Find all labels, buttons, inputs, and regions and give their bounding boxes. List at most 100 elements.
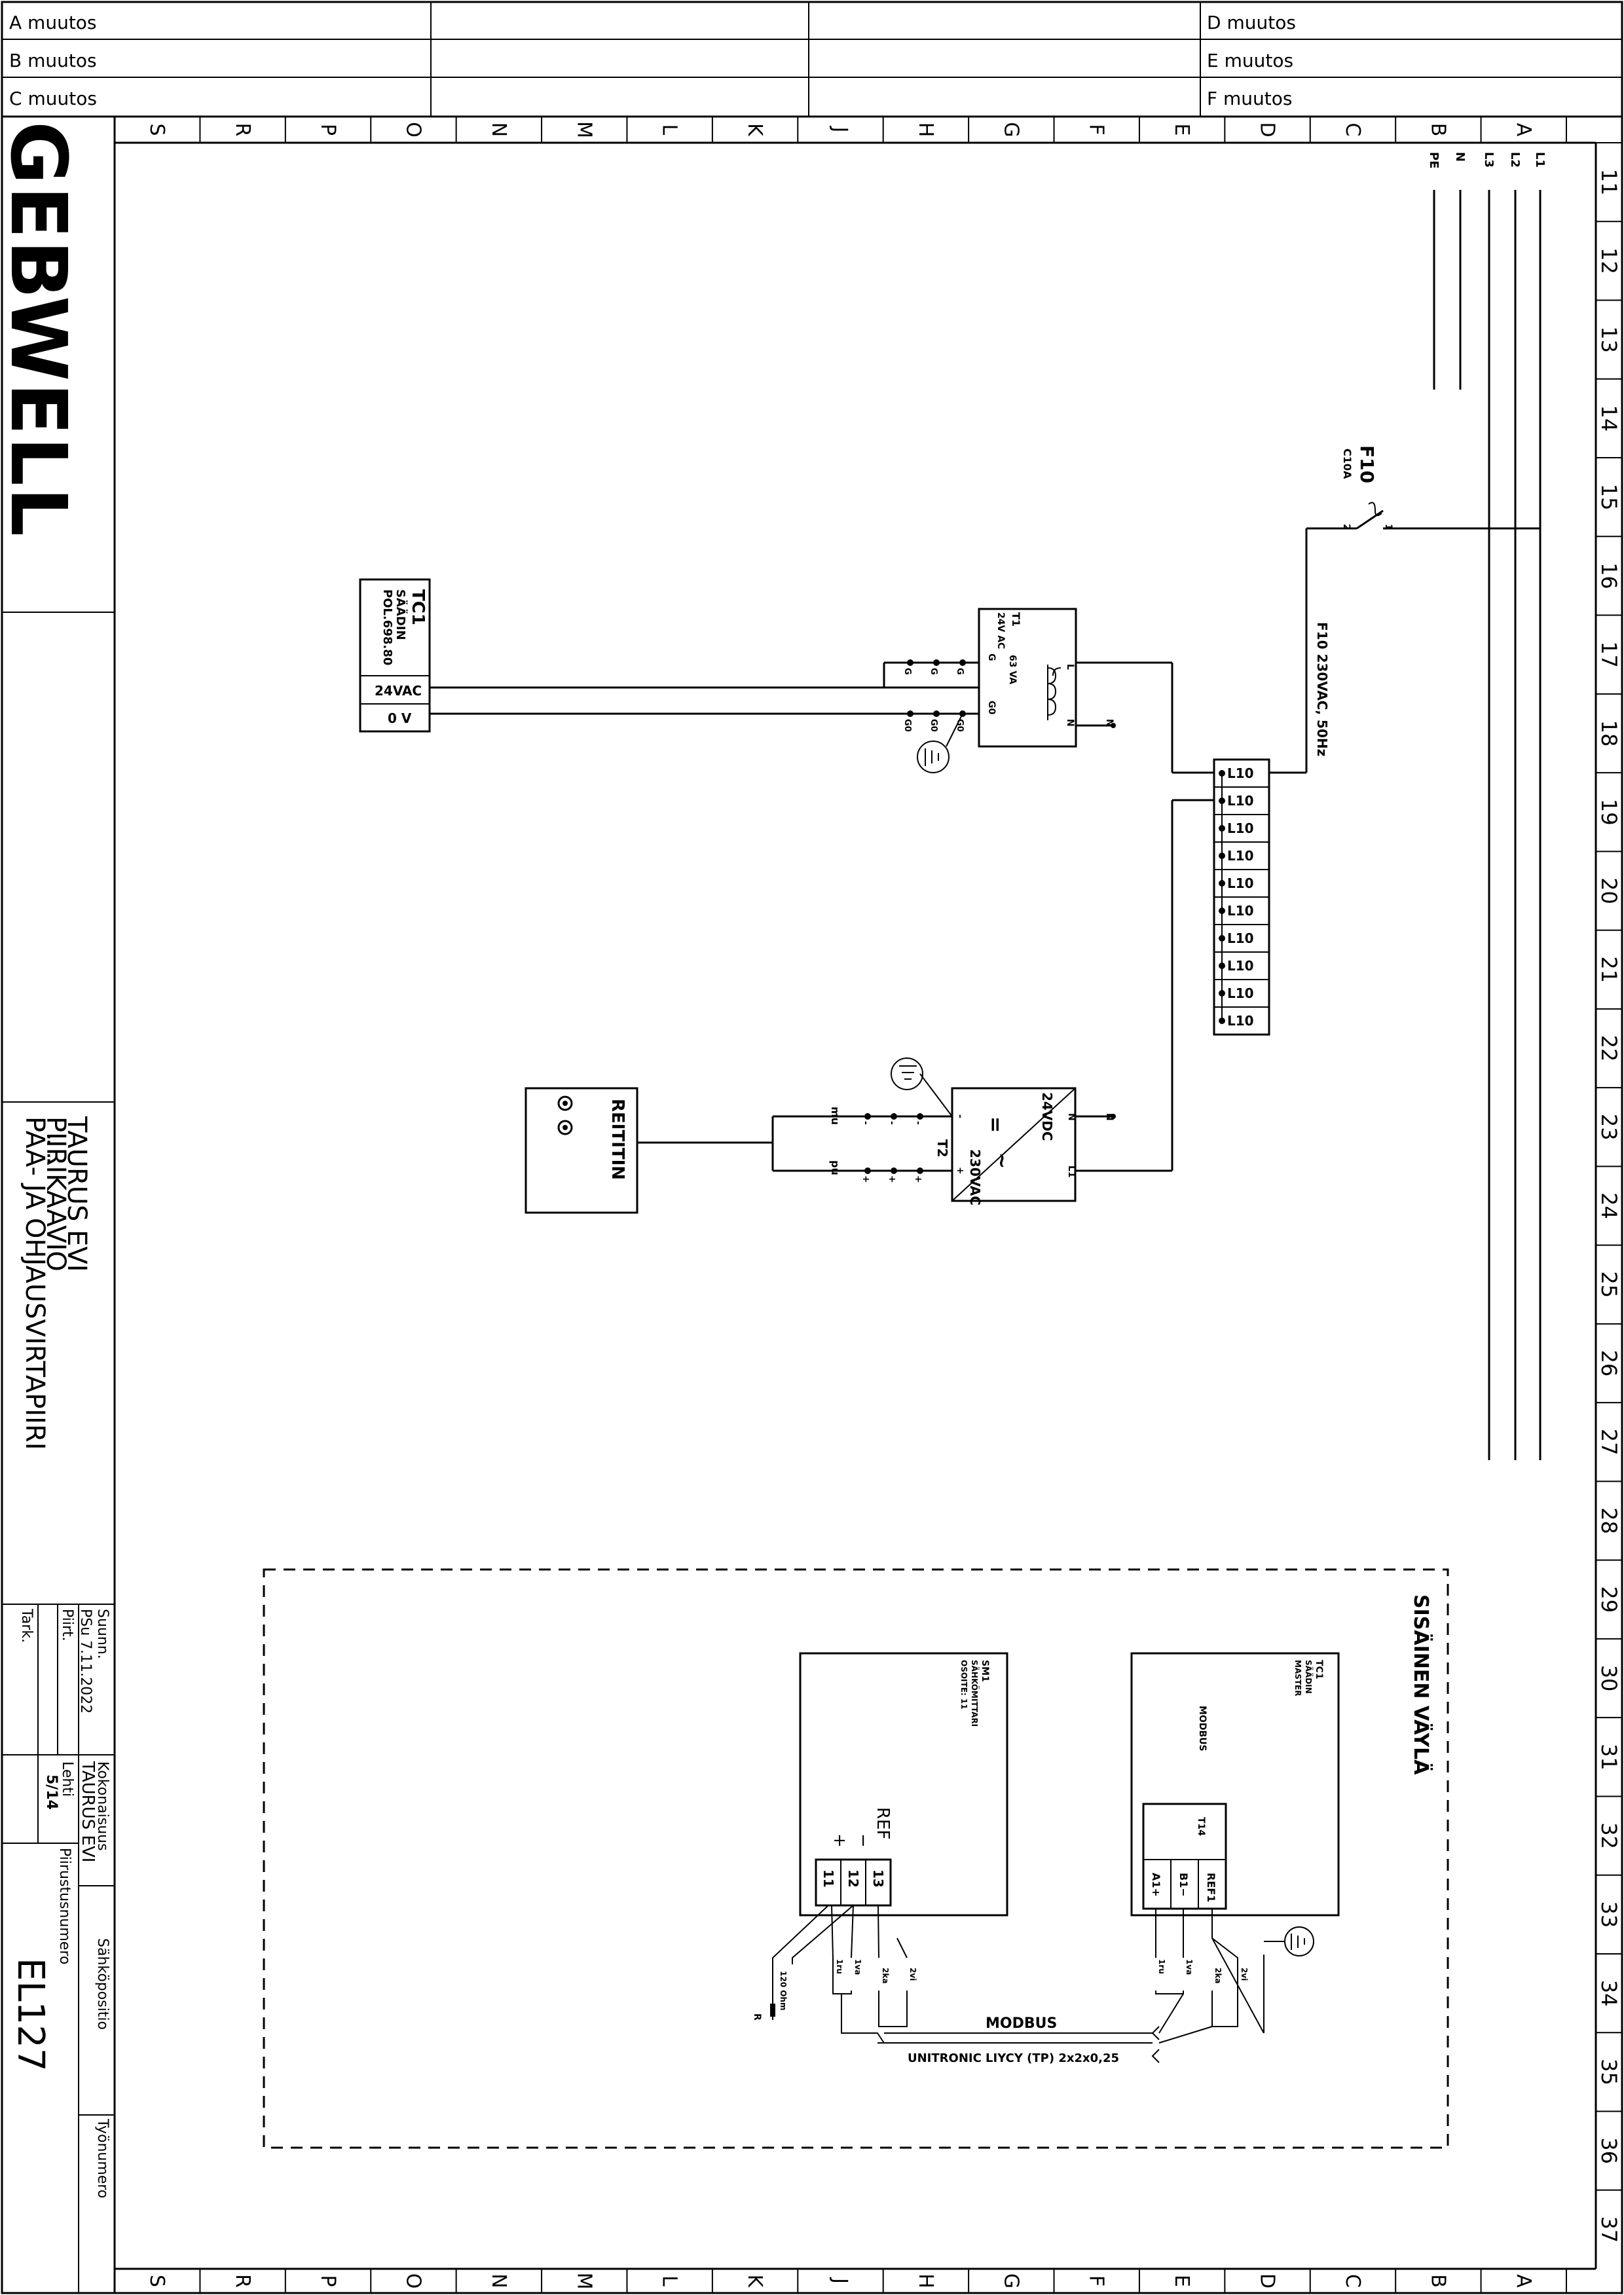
sm1-terminal-11: 11 <box>821 1869 836 1888</box>
terminal-l10-1: L10 <box>1227 765 1254 781</box>
grid-col-c: C <box>1341 123 1364 137</box>
lehti-value: 5/14 <box>43 1774 60 1810</box>
grid-col-p: P <box>316 124 339 136</box>
grid-row-13: 13 <box>1596 326 1621 353</box>
grid-row-37: 37 <box>1596 2216 1621 2243</box>
t2-ext-n: N <box>1104 1113 1115 1121</box>
grid-col-o: O <box>401 122 424 138</box>
grid-row-15: 15 <box>1596 484 1621 511</box>
t2-pin-n: N <box>1066 1113 1077 1121</box>
revision-d: D muutos <box>1207 12 1296 33</box>
suunn-value: PSu 7.11.2022 <box>77 1609 94 1714</box>
sm1-address: OSOITE: 11 <box>959 1660 969 1710</box>
router-reititin: REITITIN <box>525 1087 819 1214</box>
grid-row-28: 28 <box>1596 1507 1621 1534</box>
grid-row-35: 35 <box>1596 2059 1621 2085</box>
sahkopositio-label: Sähköpositio <box>94 1938 111 2030</box>
terminal-l10-7: L10 <box>1227 930 1254 946</box>
fuse-f10: F10 C10A 1 2 F10 230VAC, 50Hz <box>1305 445 1540 773</box>
grid-col-s: S <box>145 2275 168 2287</box>
grid-col-a: A <box>1512 123 1535 137</box>
tc1-name: TC1 <box>408 589 428 625</box>
tc1m-port: T14 <box>1196 1817 1206 1836</box>
tc1m-sub: MASTER <box>1293 1660 1302 1697</box>
sm1-wire-2vi: 2vi <box>908 1968 917 1981</box>
grid-col-k: K <box>743 2275 766 2288</box>
sm1-wire-1ru: 1ru <box>835 1959 844 1974</box>
t2-tap-plus-2: + <box>887 1175 897 1183</box>
t2-tap-minus-2: - <box>887 1121 897 1125</box>
tark-label: Tark. <box>18 1608 35 1643</box>
grid-row-12: 12 <box>1596 248 1621 274</box>
grid-col-l: L <box>658 124 681 136</box>
grid-col-e: E <box>1170 124 1193 136</box>
tc1m-terminal-b: B1− <box>1177 1873 1190 1897</box>
bus-frame-label: SISÄINEN VÄYLÄ <box>1409 1594 1433 1775</box>
grid-row-30: 30 <box>1596 1665 1621 1692</box>
grid-row-34: 34 <box>1596 1980 1621 2007</box>
terminal-l10-8: L10 <box>1227 958 1254 974</box>
grid-col-a: A <box>1512 2274 1535 2288</box>
t1-tap-g02: G0 <box>929 719 938 732</box>
fuse-rating: C10A <box>1341 449 1354 479</box>
grid-row-29: 29 <box>1596 1586 1621 1613</box>
title-line-2: PIIRIKAAVIO <box>41 1116 71 1272</box>
fuse-terminal-2: 2 <box>1341 524 1352 530</box>
grid-col-j: J <box>829 126 852 133</box>
bus-earth-symbol <box>1284 1926 1314 1956</box>
terminal-l10-6: L10 <box>1227 903 1254 919</box>
grid-row-36: 36 <box>1596 2137 1621 2164</box>
t2-name: T2 <box>934 1139 950 1158</box>
t2-ac-symbol: ~ <box>990 1152 1013 1169</box>
grid-col-h: H <box>914 122 937 138</box>
revision-f: F muutos <box>1207 88 1292 109</box>
grid-col-e: E <box>1170 2275 1193 2287</box>
grid-row-11: 11 <box>1596 169 1621 196</box>
grid-row-24: 24 <box>1596 1192 1621 1219</box>
modbus-wiring: 120 Ohm R 1ru 1va 2ka 2vi 1ru 1va 2ka 2v… <box>752 1905 1314 2065</box>
resistor-value: 120 Ohm <box>779 1971 788 2010</box>
router-label: REITITIN <box>608 1099 627 1180</box>
grid-row-33: 33 <box>1596 1901 1621 1928</box>
t1-pin-g0: G0 <box>986 701 997 714</box>
fuse-terminal-1: 1 <box>1383 524 1393 530</box>
grid-col-g: G <box>999 122 1022 137</box>
t1-name: T1 <box>1010 612 1022 627</box>
grid-rows-right: 1112131415161718192021222324252627282930… <box>1596 142 1622 2243</box>
energy-meter-sm1: SM1 SÄHKÖMITTARI OSOITE: 11 REF + − 11 1… <box>799 1652 1008 1917</box>
t2-wire-pos: pu <box>829 1160 841 1175</box>
kokonaisuus-value: TAURUS EVI <box>78 1761 98 1862</box>
t1-tap-g1: G <box>902 668 912 675</box>
lehti-label: Lehti <box>59 1761 75 1797</box>
sm1-group-ref: REF <box>873 1807 893 1839</box>
earth-symbol <box>917 741 950 773</box>
tc1m-wire-1ru: 1ru <box>1157 1959 1166 1974</box>
t1-tap-g03: G0 <box>955 719 965 732</box>
t2-wire-neg: mu <box>829 1107 841 1125</box>
title-line-3: PÄÄ- JA OHJAUSVIRTAPIIRI <box>20 1116 51 1450</box>
tc1m-protocol: MODBUS <box>1197 1706 1208 1752</box>
title-block: GEBWELL TAURUS EVI PIIRIKAAVIO PÄÄ- JA O… <box>0 121 115 2293</box>
t1-pin-l: L <box>1065 664 1075 670</box>
sm1-terminal-12: 12 <box>845 1869 861 1888</box>
t2-tap-plus-3: + <box>913 1175 923 1183</box>
controller-tc1: TC1 SÄÄDIN POL.698.80 24VAC 0 V <box>359 578 884 733</box>
grid-col-n: N <box>487 2273 510 2288</box>
grid-col-b: B <box>1426 2274 1449 2288</box>
grid-col-m: M <box>572 121 595 138</box>
t1-spec-voltage: 24V AC <box>995 612 1006 649</box>
fuse-name: F10 <box>1356 445 1378 483</box>
grid-row-32: 32 <box>1596 1822 1621 1849</box>
grid-row-16: 16 <box>1596 562 1621 589</box>
grid-row-23: 23 <box>1596 1114 1621 1141</box>
grid-col-r: R <box>231 2274 254 2288</box>
tc1m-wire-2vi: 2vi <box>1240 1968 1249 1981</box>
piirt-label: Piirt. <box>59 1609 75 1642</box>
grid-row-25: 25 <box>1596 1271 1621 1298</box>
t1-tap-g2: G <box>929 668 938 675</box>
revision-a: A muutos <box>9 12 97 33</box>
t2-pin-minus: - <box>955 1114 965 1118</box>
rail-l3-label: L3 <box>1482 152 1496 168</box>
